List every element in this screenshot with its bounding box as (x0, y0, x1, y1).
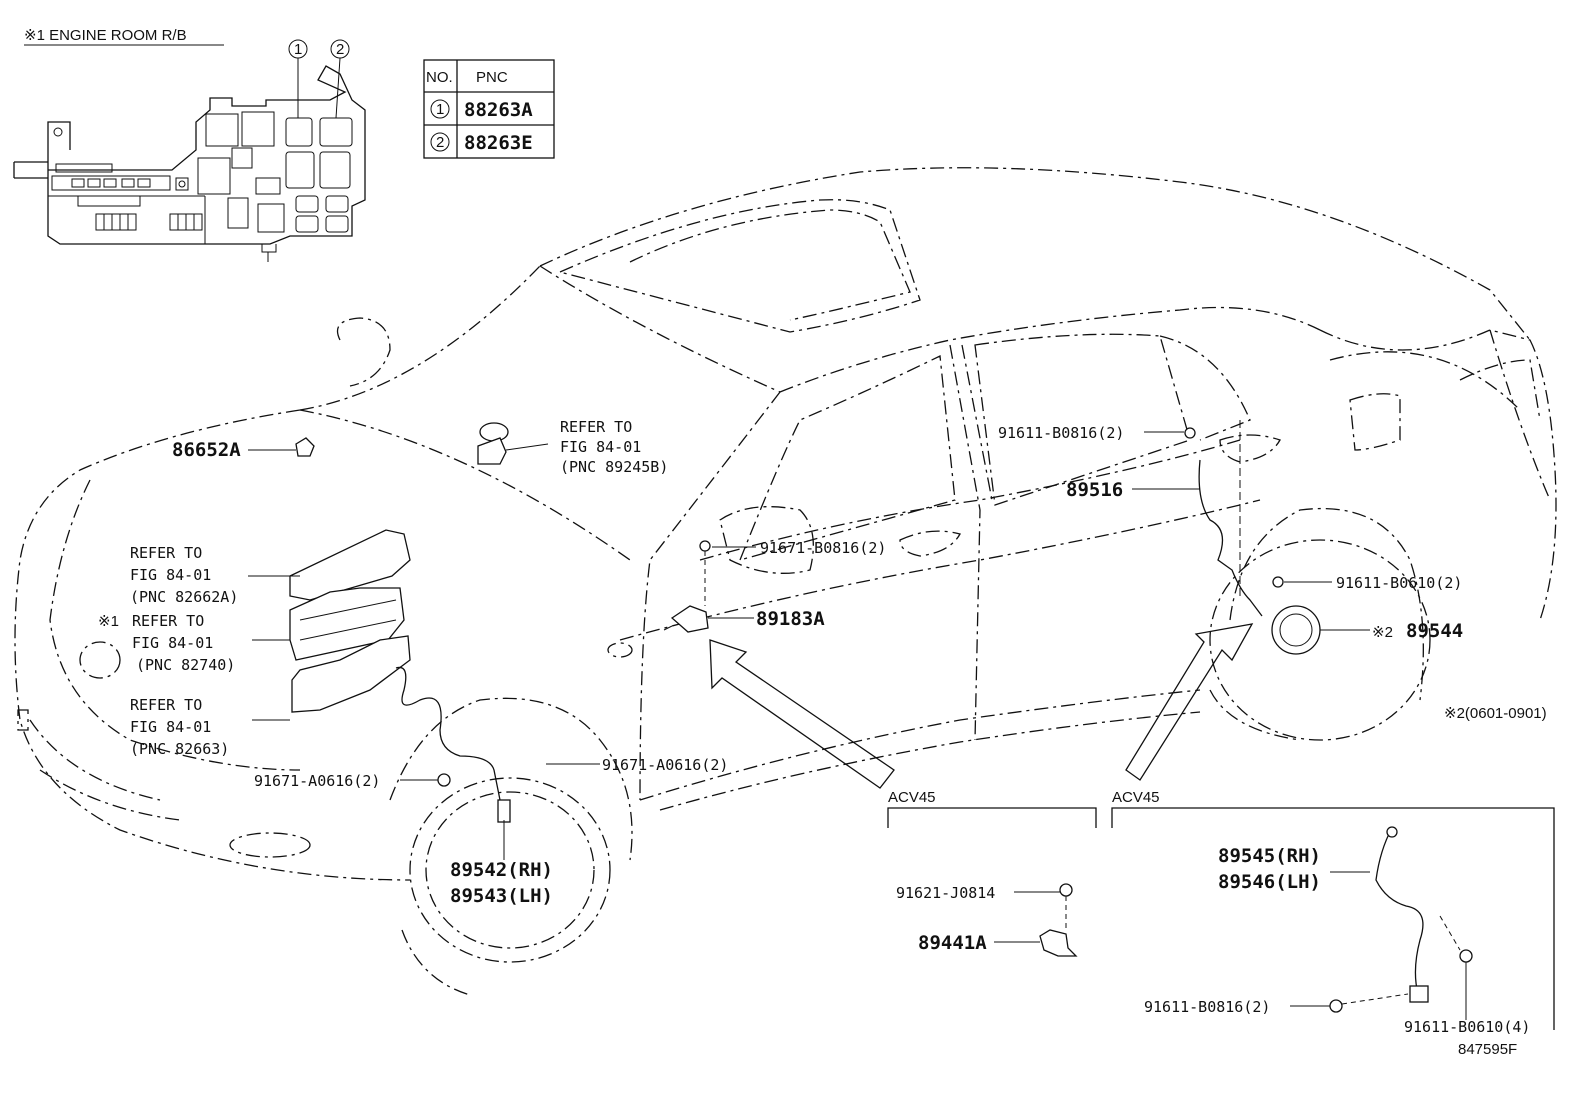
label-acv45-left: ACV45 (888, 789, 936, 806)
label-91621-J0814: 91621-J0814 (896, 884, 995, 902)
label-89441A: 89441A (918, 932, 987, 954)
label-note-2: ※2(0601-0901) (1444, 705, 1547, 722)
table-row-1-no: 1 (436, 101, 444, 118)
label-refer-a-line1: REFER TO (560, 418, 632, 436)
label-91611-B0610-bottom: 91611-B0610(4) (1404, 1018, 1530, 1036)
engine-room-relay-block-inset: ※1 ENGINE ROOM R/B 1 2 (13, 27, 366, 262)
label-refer-b-line3: (PNC 82662A) (130, 588, 238, 606)
table-row-2-pnc: 88263E (464, 132, 533, 154)
label-refer-c-prefix: ※1 (98, 613, 119, 630)
label-acv45-right: ACV45 (1112, 789, 1160, 806)
label-91671-A0616-right: 91671-A0616(2) (602, 756, 728, 774)
part-89542-89543 (395, 666, 511, 823)
label-91611-B0610-top: 91611-B0610(2) (1336, 574, 1462, 592)
label-refer-d-line3: (PNC 82663) (130, 740, 229, 758)
part-89544 (1271, 605, 1321, 655)
table-header-pnc: PNC (476, 69, 508, 86)
label-89516: 89516 (1066, 479, 1123, 501)
label-refer-a-line3: (PNC 89245B) (560, 458, 668, 476)
label-refer-c-line2: FIG 84-01 (132, 634, 213, 652)
leader-lines (248, 420, 1370, 860)
label-86652A: 86652A (172, 439, 241, 461)
acv45-detail-left (887, 807, 1097, 957)
label-refer-c-line1: REFER TO (132, 612, 204, 630)
acv45-detail-right (1111, 807, 1555, 1030)
label-refer-d-line1: REFER TO (130, 696, 202, 714)
label-89183A: 89183A (756, 608, 825, 630)
part-89516 (1184, 427, 1284, 617)
circle-1-label: 1 (294, 41, 302, 58)
table-header-no: NO. (426, 69, 453, 86)
label-89543: 89543(LH) (450, 885, 553, 907)
label-91671-B0816: 91671-B0816(2) (760, 539, 886, 557)
label-refer-b-line1: REFER TO (130, 544, 202, 562)
label-91611-B0816-top: 91611-B0816(2) (998, 424, 1124, 442)
label-89545: 89545(RH) (1218, 845, 1321, 867)
pointer-arrows (709, 623, 1254, 789)
car-body-outline (14, 167, 1557, 996)
part-labels: 86652A REFER TO FIG 84-01 (PNC 89245B) R… (98, 418, 1547, 1058)
figure-code: 847595F (1458, 1041, 1517, 1058)
label-refer-a-line2: FIG 84-01 (560, 438, 641, 456)
label-refer-d-line2: FIG 84-01 (130, 718, 211, 736)
label-refer-b-line2: FIG 84-01 (130, 566, 211, 584)
label-89542: 89542(RH) (450, 859, 553, 881)
circle-2-label: 2 (336, 41, 344, 58)
label-91611-B0816-bottom: 91611-B0816(2) (1144, 998, 1270, 1016)
label-refer-c-line3: (PNC 82740) (136, 656, 235, 674)
label-89546: 89546(LH) (1218, 871, 1321, 893)
label-91671-A0616-left: 91671-A0616(2) (254, 772, 380, 790)
engine-room-title: ※1 ENGINE ROOM R/B (24, 27, 187, 44)
label-89544: 89544 (1406, 620, 1463, 642)
table-row-1-pnc: 88263A (464, 99, 533, 121)
part-relay-block (289, 529, 411, 713)
part-airbag-sensor (477, 422, 509, 465)
part-89183A (663, 540, 711, 633)
part-86652A (295, 437, 315, 457)
pnc-table: NO. PNC 1 88263A 2 88263E (423, 59, 555, 159)
table-row-2-no: 2 (436, 134, 444, 151)
label-89544-prefix: ※2 (1372, 624, 1393, 641)
